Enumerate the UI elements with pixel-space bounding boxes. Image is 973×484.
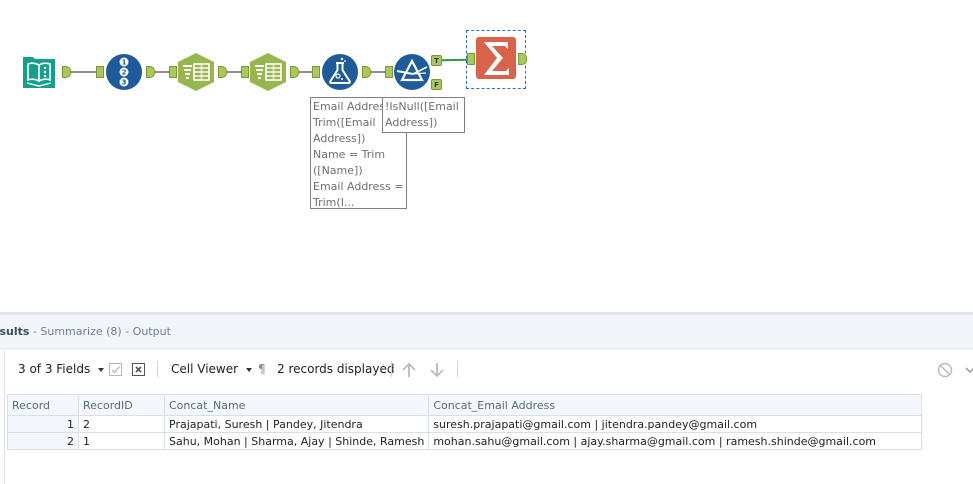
annotation-line: Trim([Email bbox=[313, 116, 376, 129]
cell-viewer-dropdown[interactable]: Cell Viewer bbox=[171, 350, 253, 388]
workflow-canvas[interactable]: 1 2 3 bbox=[0, 0, 973, 312]
chevron-down-icon bbox=[98, 367, 105, 372]
fields-label: 3 of 3 Fields bbox=[18, 362, 91, 376]
toolbar-divider bbox=[157, 361, 158, 377]
cell-concat-name[interactable]: Sahu, Mohan | Sharma, Ajay | Shinde, Ram… bbox=[163, 432, 430, 450]
sigma-icon bbox=[476, 37, 516, 79]
prism-filter-icon bbox=[394, 54, 430, 90]
chevron-down-icon bbox=[246, 367, 253, 372]
filter-tool[interactable] bbox=[393, 53, 431, 91]
output-anchor[interactable] bbox=[218, 66, 227, 78]
output-anchor[interactable] bbox=[146, 66, 155, 78]
true-connection-wire bbox=[441, 58, 469, 62]
connection-wire bbox=[71, 71, 96, 73]
cell-record[interactable]: 2 bbox=[7, 432, 79, 450]
svg-text:3: 3 bbox=[122, 79, 127, 87]
annotation-line: Email Address bbox=[313, 100, 391, 113]
scroll-down-button[interactable] bbox=[429, 350, 445, 388]
arrow-up-icon bbox=[402, 362, 416, 377]
output-anchor[interactable] bbox=[362, 66, 371, 78]
cell-concat-email[interactable]: suresh.prajapati@gmail.com | jitendra.pa… bbox=[428, 415, 923, 433]
checkbox-icon bbox=[109, 363, 122, 376]
formula-tool[interactable] bbox=[321, 53, 359, 91]
results-subtitle: - Summarize (8) - Output bbox=[29, 325, 171, 338]
column-header-concat-email[interactable]: Concat_Email Address bbox=[428, 394, 923, 416]
annotation-line: Name = Trim bbox=[313, 148, 386, 161]
pilcrow-icon: ¶ bbox=[258, 362, 266, 376]
input-anchor[interactable] bbox=[385, 66, 393, 78]
cell-concat-name[interactable]: Prajapati, Suresh | Pandey, Jitendra bbox=[163, 415, 430, 433]
connection-wire bbox=[155, 71, 169, 73]
annotation-line: ([Name]) bbox=[313, 164, 363, 177]
output-anchor[interactable] bbox=[290, 66, 299, 78]
book-icon bbox=[23, 57, 55, 88]
connection-wire bbox=[299, 71, 312, 73]
input-anchor[interactable] bbox=[169, 66, 177, 78]
select-all-button[interactable] bbox=[109, 350, 122, 388]
cell-recordid[interactable]: 1 bbox=[78, 432, 165, 450]
input-anchor[interactable] bbox=[467, 53, 475, 65]
cell-record[interactable]: 1 bbox=[7, 415, 79, 433]
annotation-line: Trim(I... bbox=[313, 196, 355, 209]
annotation-line: !IsNull([Email bbox=[385, 100, 459, 113]
select-table-icon bbox=[250, 53, 286, 91]
table-row[interactable]: 1 2 Prajapati, Suresh | Pandey, Jitendra… bbox=[7, 415, 923, 433]
table-row[interactable]: 2 1 Sahu, Mohan | Sharma, Ajay | Shinde,… bbox=[7, 432, 923, 450]
summarize-tool[interactable] bbox=[476, 37, 516, 79]
svg-text:1: 1 bbox=[122, 59, 127, 67]
filter-annotation: !IsNull([Email Address]) bbox=[382, 97, 465, 133]
select-tool-2[interactable] bbox=[249, 52, 287, 92]
checkbox-x-icon bbox=[132, 363, 145, 376]
select-tool-1[interactable] bbox=[177, 52, 215, 92]
cancel-button[interactable] bbox=[937, 350, 953, 388]
scroll-up-button[interactable] bbox=[401, 350, 417, 388]
results-title: esults bbox=[0, 325, 30, 338]
select-table-icon bbox=[178, 53, 214, 91]
annotation-line: Address]) bbox=[313, 132, 366, 145]
output-anchor[interactable] bbox=[518, 53, 527, 65]
numbered-list-icon: 1 2 3 bbox=[106, 54, 142, 90]
true-anchor[interactable]: T bbox=[431, 55, 442, 66]
prohibited-icon bbox=[937, 362, 953, 377]
output-anchor[interactable] bbox=[62, 66, 71, 78]
more-dropdown[interactable] bbox=[965, 350, 973, 388]
annotation-line: Email Address = bbox=[313, 180, 404, 193]
input-anchor[interactable] bbox=[96, 66, 104, 78]
cell-concat-email[interactable]: mohan.sahu@gmail.com | ajay.sharma@gmail… bbox=[428, 432, 923, 450]
cell-recordid[interactable]: 2 bbox=[78, 415, 165, 433]
connection-wire bbox=[227, 71, 241, 73]
records-count: 2 records displayed bbox=[277, 362, 395, 376]
column-header-record[interactable]: Record bbox=[7, 394, 79, 416]
results-table[interactable]: Record RecordID Concat_Name Concat_Email… bbox=[7, 394, 923, 450]
column-header-recordid[interactable]: RecordID bbox=[78, 394, 165, 416]
chevron-down-icon bbox=[965, 366, 973, 373]
results-header: esults - Summarize (8) - Output bbox=[0, 315, 973, 349]
input-anchor[interactable] bbox=[241, 66, 249, 78]
false-anchor[interactable]: F bbox=[431, 79, 442, 90]
record-id-tool[interactable]: 1 2 3 bbox=[105, 53, 143, 91]
cell-viewer-label: Cell Viewer bbox=[171, 362, 239, 376]
connection-wire bbox=[371, 71, 385, 73]
table-header-row: Record RecordID Concat_Name Concat_Email… bbox=[7, 394, 923, 416]
svg-text:2: 2 bbox=[122, 69, 127, 77]
results-toolbar: 3 of 3 Fields Cell Viewer ¶ 2 records di… bbox=[4, 350, 973, 388]
column-header-concat-name[interactable]: Concat_Name bbox=[163, 394, 430, 416]
formula-annotation: Email Address Trim([Email Address]) Name… bbox=[310, 97, 407, 209]
deselect-all-button[interactable] bbox=[132, 350, 145, 388]
annotation-line: Address]) bbox=[385, 116, 438, 129]
results-grid-container: Record RecordID Concat_Name Concat_Email… bbox=[4, 388, 973, 484]
flask-icon bbox=[322, 54, 358, 90]
toolbar-divider bbox=[391, 361, 392, 377]
input-data-tool[interactable] bbox=[21, 54, 57, 90]
pilcrow-button[interactable]: ¶ bbox=[258, 350, 266, 388]
results-panel: esults - Summarize (8) - Output 3 of 3 F… bbox=[0, 312, 973, 484]
arrow-down-icon bbox=[430, 362, 444, 377]
fields-dropdown[interactable]: 3 of 3 Fields bbox=[18, 350, 105, 388]
toolbar-divider bbox=[457, 361, 458, 377]
input-anchor[interactable] bbox=[312, 66, 320, 78]
